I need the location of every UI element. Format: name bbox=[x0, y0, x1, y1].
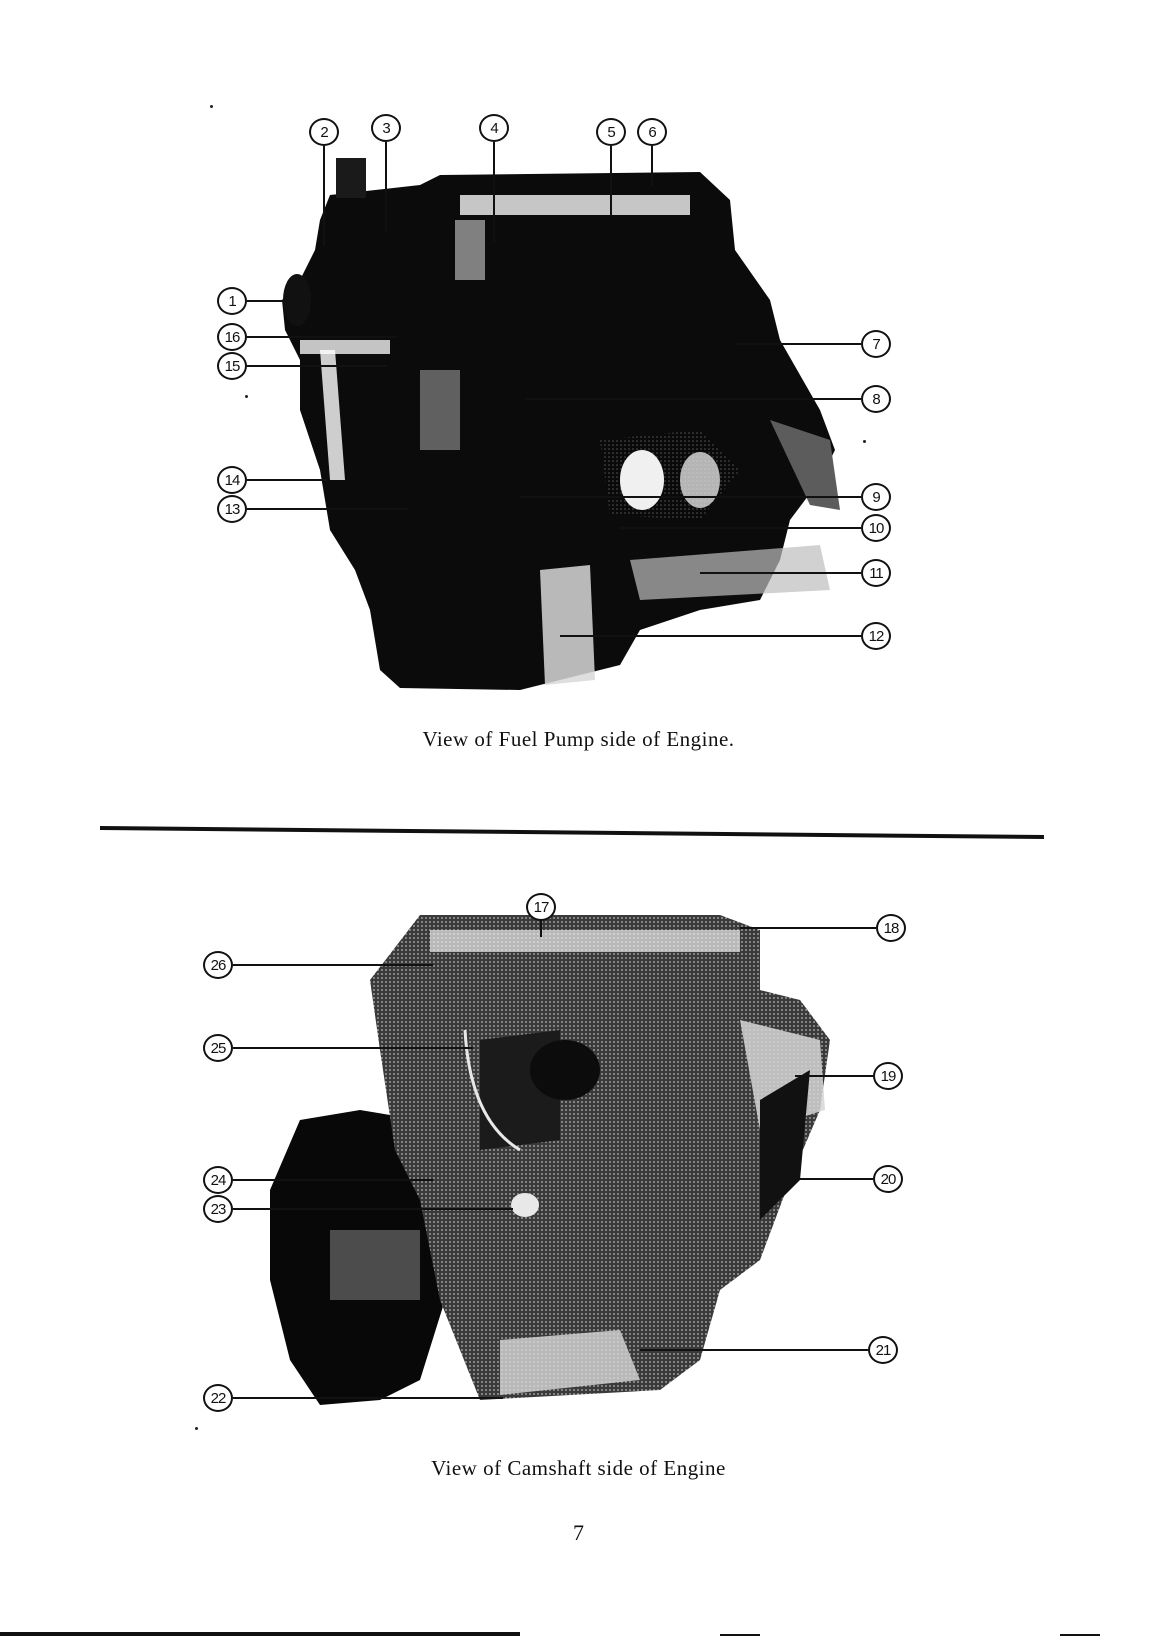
callout-2: 2 bbox=[309, 118, 339, 146]
leader-line-6 bbox=[651, 146, 653, 186]
callout-7: 7 bbox=[861, 330, 891, 358]
figure-fuel-pump-side bbox=[0, 0, 1157, 760]
leader-line-23 bbox=[233, 1208, 513, 1210]
callout-8: 8 bbox=[861, 385, 891, 413]
leader-line-19 bbox=[795, 1075, 873, 1077]
callout-20: 20 bbox=[873, 1165, 903, 1193]
callout-11: 11 bbox=[861, 559, 891, 587]
leader-line-21 bbox=[640, 1349, 868, 1351]
callout-24: 24 bbox=[203, 1166, 233, 1194]
leader-line-1 bbox=[247, 300, 297, 302]
callout-9: 9 bbox=[861, 483, 891, 511]
leader-line-12 bbox=[560, 635, 861, 637]
leader-line-16 bbox=[247, 336, 397, 338]
scan-bottom-edge bbox=[0, 1632, 520, 1636]
leader-line-20 bbox=[780, 1178, 873, 1180]
leader-line-22 bbox=[233, 1397, 503, 1399]
leader-line-25 bbox=[233, 1047, 473, 1049]
callout-15: 15 bbox=[217, 352, 247, 380]
callout-17: 17 bbox=[526, 893, 556, 921]
scan-bottom-edge bbox=[1060, 1634, 1100, 1636]
leader-line-2 bbox=[323, 146, 325, 246]
leader-line-11 bbox=[700, 572, 861, 574]
scan-speck bbox=[863, 440, 866, 443]
engine-photo-fuel-pump-side bbox=[282, 158, 840, 690]
callout-1: 1 bbox=[217, 287, 247, 315]
callout-5: 5 bbox=[596, 118, 626, 146]
callout-26: 26 bbox=[203, 951, 233, 979]
leader-line-15 bbox=[247, 365, 387, 367]
scan-speck bbox=[210, 105, 213, 108]
leader-line-3 bbox=[385, 142, 387, 232]
callout-4: 4 bbox=[479, 114, 509, 142]
leader-line-14 bbox=[247, 479, 327, 481]
leader-line-18 bbox=[740, 927, 876, 929]
figure-caption-fuel-pump-side: View of Fuel Pump side of Engine. bbox=[422, 727, 735, 751]
leader-line-10 bbox=[620, 527, 861, 529]
leader-line-17 bbox=[540, 921, 542, 937]
leader-line-24 bbox=[233, 1179, 433, 1181]
callout-25: 25 bbox=[203, 1034, 233, 1062]
scan-speck bbox=[195, 1427, 198, 1430]
callout-19: 19 bbox=[873, 1062, 903, 1090]
page-number: 7 bbox=[573, 1520, 584, 1545]
leader-line-26 bbox=[233, 964, 433, 966]
leader-line-9 bbox=[520, 496, 861, 498]
leader-line-7 bbox=[735, 343, 861, 345]
callout-22: 22 bbox=[203, 1384, 233, 1412]
callout-10: 10 bbox=[861, 514, 891, 542]
leader-line-5 bbox=[610, 146, 612, 216]
scan-speck bbox=[245, 395, 248, 398]
figure-caption-camshaft-side: View of Camshaft side of Engine bbox=[431, 1456, 726, 1480]
callout-14: 14 bbox=[217, 466, 247, 494]
callout-12: 12 bbox=[861, 622, 891, 650]
callout-16: 16 bbox=[217, 323, 247, 351]
leader-line-13 bbox=[247, 508, 407, 510]
callout-18: 18 bbox=[876, 914, 906, 942]
leader-line-4 bbox=[493, 142, 495, 242]
callout-21: 21 bbox=[868, 1336, 898, 1364]
callout-13: 13 bbox=[217, 495, 247, 523]
leader-line-8 bbox=[525, 398, 861, 400]
callout-23: 23 bbox=[203, 1195, 233, 1223]
callout-6: 6 bbox=[637, 118, 667, 146]
callout-3: 3 bbox=[371, 114, 401, 142]
scan-bottom-edge bbox=[720, 1634, 760, 1636]
